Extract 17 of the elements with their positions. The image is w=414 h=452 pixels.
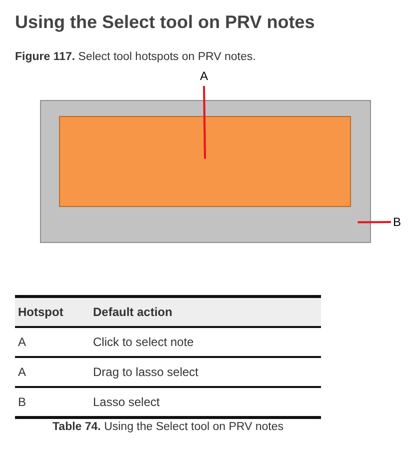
- note-frame: [40, 100, 371, 243]
- table-caption: Table 74. Using the Select tool on PRV notes: [52, 421, 284, 433]
- table-cell-text: Lasso select: [92, 395, 161, 409]
- table-cell-text: A: [17, 335, 28, 349]
- callout-letter: A: [197, 69, 211, 83]
- heading: Using the Select tool on PRV notes: [15, 12, 315, 33]
- note-body: [59, 116, 351, 207]
- table-cell-text: A: [17, 365, 28, 379]
- leader-line: [358, 221, 391, 224]
- table-cell-text: Drag to lasso select: [92, 365, 200, 379]
- table-cell-text: B: [17, 395, 28, 409]
- column-header: Default action: [92, 305, 174, 319]
- column-header: Hotspot: [17, 305, 64, 319]
- leader-line: [203, 86, 206, 159]
- figure-caption: Figure 117. Select tool hotspots on PRV notes.: [15, 51, 256, 63]
- callout-letter: B: [391, 215, 403, 229]
- table-cell-text: Click to select note: [92, 335, 195, 349]
